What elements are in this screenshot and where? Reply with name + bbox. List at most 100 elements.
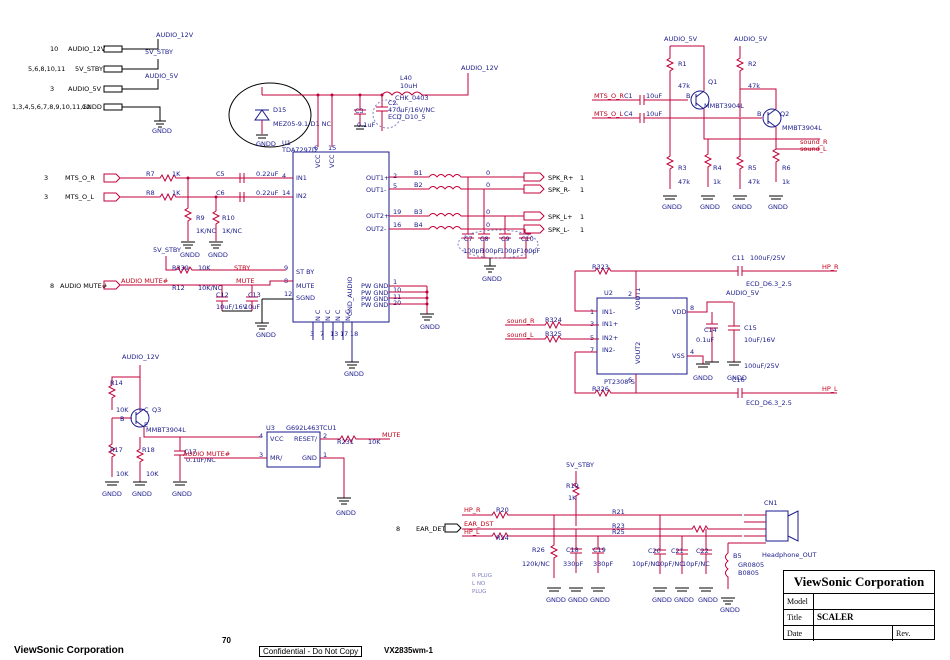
schematic-label: 17	[340, 330, 348, 338]
model-value	[814, 594, 934, 609]
net-label: AUDIO_12V	[156, 31, 194, 39]
schematic-label: 10uF	[244, 303, 260, 311]
schematic-label: OUT1-	[366, 186, 387, 194]
schematic-label: 14	[282, 189, 290, 197]
schematic-label: 18	[350, 330, 358, 338]
schematic-label: 0.1uF/NC	[186, 456, 216, 464]
schematic-label: GNDD	[674, 596, 694, 604]
schematic-label: 100pF	[463, 247, 484, 255]
schematic-label: ECD_D6.3_2.5	[746, 399, 792, 407]
schematic-label: 6	[314, 144, 318, 152]
schematic-label: AUDIO MUTE#	[121, 277, 168, 285]
schematic-label: 10K	[116, 470, 129, 478]
schematic-label: 10uF/16V	[744, 336, 776, 344]
schematic-label: 1k	[713, 178, 721, 186]
net-label: GNDD	[152, 127, 172, 135]
schematic-label: U2	[604, 289, 613, 297]
schematic-label: C1	[624, 92, 633, 100]
schematic-label: GNDD	[420, 323, 440, 331]
schematic-label: GNDD	[568, 596, 588, 604]
schematic-label: VOUT1	[634, 288, 642, 310]
schematic-label: GNDD	[727, 374, 747, 382]
schematic-label: R17	[110, 446, 123, 454]
schematic-label: 100uF/25V	[744, 362, 780, 370]
title-value: SCALER	[817, 612, 854, 622]
schematic-label: 11	[393, 293, 401, 301]
confidential-notice: Confidential - Do Not Copy	[259, 646, 363, 657]
schematic-label: 10uF	[646, 92, 662, 100]
schematic-label: 5	[393, 182, 397, 190]
schematic-label: 100pF	[481, 247, 502, 255]
schematic-label: 2	[323, 432, 327, 440]
schematic-label: 3	[590, 320, 594, 328]
title-block-title-row: Title SCALER	[784, 610, 934, 626]
schematic-label: R3	[678, 164, 687, 172]
schematic-label: ST BY	[296, 268, 314, 276]
schematic-label: VCC	[328, 154, 336, 168]
schematic-label: SPK_L+	[548, 213, 573, 221]
schematic-label: R2	[748, 60, 757, 68]
schematic-label: 47k	[748, 178, 760, 186]
power-ports: 10 AUDIO_12V AUDIO_12V 5V_STBY 5,6,8,10,…	[12, 31, 194, 135]
schematic-label: C	[144, 406, 149, 414]
schematic-label: GNDD	[132, 490, 152, 498]
schematic-label: R6	[782, 164, 791, 172]
schematic-label: 2	[393, 172, 397, 180]
schematic-label: R339	[172, 264, 189, 272]
schematic-label: 6	[628, 376, 632, 384]
schematic-label: 20	[393, 299, 401, 307]
title-block-company: ViewSonic Corporation	[784, 571, 934, 594]
date-value	[814, 626, 892, 641]
highlight-circle	[228, 82, 312, 148]
port-name: AUDIO_12V	[68, 45, 106, 53]
schematic-label: 4	[282, 172, 286, 180]
schematic-label: 10pF/NC	[682, 560, 710, 568]
schematic-label: 3	[310, 330, 314, 338]
schematic-label: C20	[648, 547, 661, 555]
schematic-label: 10K	[198, 264, 211, 272]
schematic-label: C11	[732, 254, 745, 262]
value: ECD_D10_5	[388, 113, 426, 121]
schematic-label: SPK_R+	[548, 174, 574, 182]
schematic-label: C4	[624, 110, 633, 118]
schematic-label: GNDD	[652, 596, 672, 604]
schematic-label: C22	[696, 547, 709, 555]
schematic-label: HP_R	[822, 263, 839, 271]
schematic-label: L NO	[472, 581, 486, 587]
schematic-label: MUTE	[236, 277, 254, 285]
schematic-label: SGND	[296, 294, 315, 302]
schematic-label: IN2-	[602, 346, 616, 354]
schematic-label: PT2308-S	[604, 378, 635, 386]
schematic-label: C10	[521, 235, 534, 243]
title-label: Title	[784, 610, 814, 625]
schematic-label: 100pF	[500, 247, 521, 255]
schematic-label: R7	[146, 170, 155, 178]
schematic-label: B	[686, 92, 690, 100]
schematic-label: R23	[612, 522, 625, 530]
schematic-label: 47k	[748, 82, 760, 90]
schematic-label: VSS	[672, 352, 685, 360]
schematic-label: 1	[580, 213, 584, 221]
schematic-label: IN1-	[602, 308, 616, 316]
value: 10uH	[400, 82, 417, 90]
schematic-label: sound_L	[800, 145, 827, 153]
schematic-label: 1K/NC	[196, 227, 216, 235]
schematic-label: RESET/	[294, 435, 318, 443]
schematic-label: sound_R	[507, 317, 535, 325]
schematic-label: R12	[172, 284, 185, 292]
title-block-model-row: Model	[784, 594, 934, 610]
schematic-label: GNDD	[336, 509, 356, 517]
schematic-label: 1K	[172, 189, 181, 197]
footer-company: ViewSonic Corporation	[14, 645, 124, 656]
schematic-label: 330pF	[593, 560, 614, 568]
schematic-label: MUTE	[296, 282, 314, 290]
schematic-label: GND	[302, 454, 317, 462]
value: MEZ05-9.1-D1 NC	[273, 120, 332, 128]
port-name: AUDIO_5V	[68, 85, 102, 93]
port-pins: 10	[50, 45, 58, 53]
schematic-label: PW GND	[361, 301, 388, 309]
schematic-label: U3	[266, 424, 275, 432]
schematic-label: 10K	[146, 470, 159, 478]
